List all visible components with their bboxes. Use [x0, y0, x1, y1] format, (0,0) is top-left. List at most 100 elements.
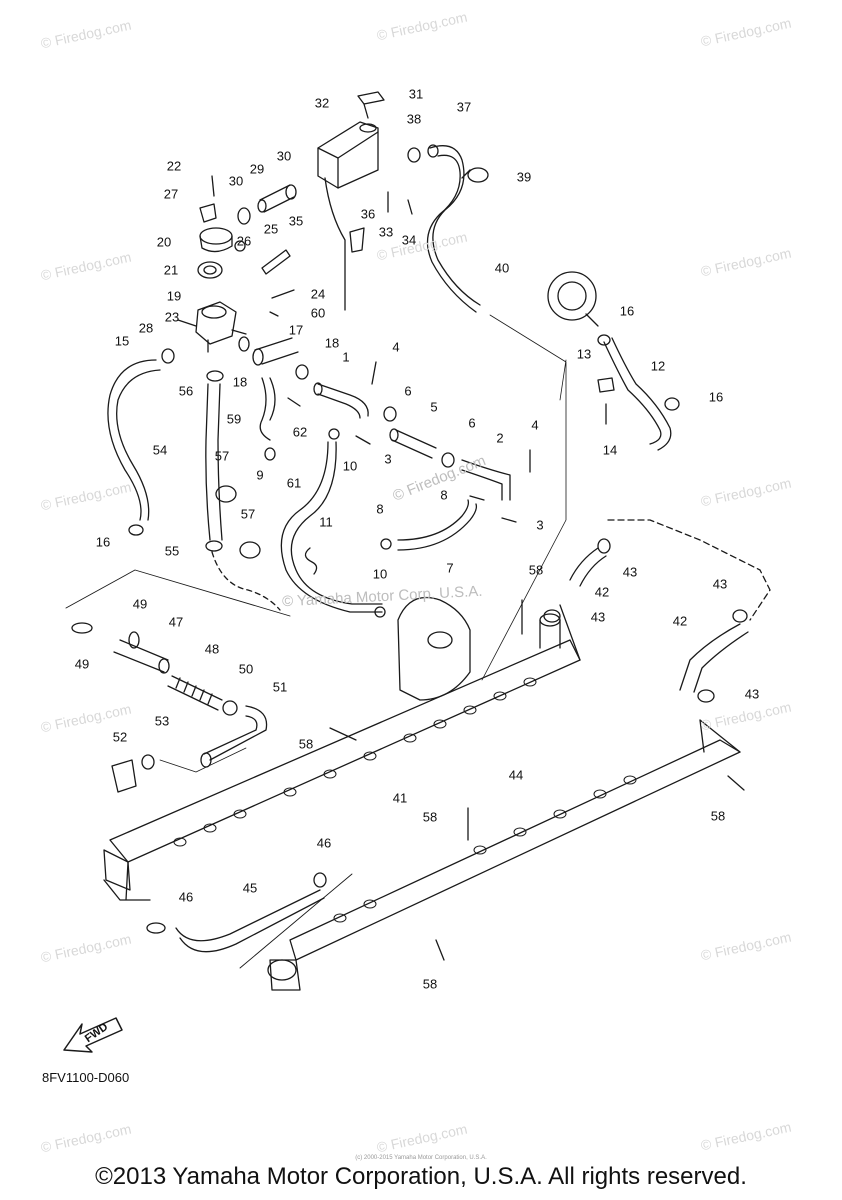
clamp-49b	[128, 631, 140, 649]
callout-25: 25	[263, 221, 279, 237]
bracket-36	[349, 227, 365, 253]
callout-32: 32	[314, 95, 330, 111]
heat-exchanger-44-holes	[333, 775, 637, 923]
heat-exchanger-44	[267, 719, 741, 991]
thermostat-21	[197, 261, 223, 279]
callout-15: 15	[114, 333, 130, 349]
bolt-24	[271, 289, 295, 299]
callout-5: 5	[430, 399, 438, 415]
clamp-56	[206, 370, 224, 382]
callout-3a: 3	[384, 451, 392, 467]
box-45	[239, 873, 353, 969]
clamp-53	[141, 754, 155, 770]
callout-54: 54	[152, 442, 168, 458]
clamp-26	[234, 240, 246, 252]
drive-cover	[397, 596, 471, 701]
thermostat-cover-20	[199, 227, 233, 253]
callout-49a: 49	[74, 656, 90, 672]
callout-42b: 42	[672, 613, 688, 629]
callout-29: 29	[249, 161, 265, 177]
callout-17: 17	[288, 322, 304, 338]
hose-9	[280, 441, 383, 613]
clamp-60	[269, 311, 279, 317]
clamp-16a	[128, 524, 144, 536]
callout-42a: 42	[594, 584, 610, 600]
callout-43d: 43	[744, 686, 760, 702]
callout-36: 36	[360, 206, 376, 222]
callout-16c: 16	[95, 534, 111, 550]
water-pump	[547, 271, 599, 327]
clamp-49a	[71, 622, 93, 634]
callout-48: 48	[204, 641, 220, 657]
callout-46a: 46	[178, 889, 194, 905]
hose-1	[313, 382, 369, 419]
callout-57b: 57	[240, 506, 256, 522]
callout-40: 40	[494, 260, 510, 276]
callout-62: 62	[292, 424, 308, 440]
callout-44: 44	[508, 767, 524, 783]
callout-3b: 3	[536, 517, 544, 533]
callout-19: 19	[166, 288, 182, 304]
fwd-arrow-icon	[63, 1017, 123, 1053]
callout-43b: 43	[590, 609, 606, 625]
clamp-8a	[469, 495, 485, 501]
callout-38: 38	[406, 111, 422, 127]
callout-51: 51	[272, 679, 288, 695]
callout-9: 9	[256, 467, 264, 483]
callout-30a: 30	[228, 173, 244, 189]
clamp-50	[222, 700, 238, 716]
callout-7: 7	[446, 560, 454, 576]
bolt-4a	[371, 361, 377, 385]
clamp-43d	[697, 689, 715, 703]
leader-lines	[481, 314, 567, 681]
clamp-28	[161, 348, 175, 364]
callout-11: 11	[319, 514, 333, 530]
callout-43c: 43	[712, 576, 728, 592]
callout-52: 52	[112, 729, 128, 745]
breather-pipe-35	[324, 177, 346, 311]
clamp-6a	[383, 406, 397, 422]
callout-6b: 6	[468, 415, 476, 431]
callout-12: 12	[650, 358, 666, 374]
callout-55: 55	[164, 543, 180, 559]
callout-47: 47	[168, 614, 184, 630]
copyright-notice: ©2013 Yamaha Motor Corporation, U.S.A. A…	[95, 1163, 747, 1190]
heat-exchanger-41	[103, 604, 581, 901]
clamp-16b	[597, 334, 611, 346]
callout-2: 2	[496, 430, 504, 446]
clamp-3a	[355, 435, 371, 445]
callout-16b: 16	[708, 389, 724, 405]
rear-pipe	[607, 519, 771, 621]
callout-41: 41	[392, 790, 408, 806]
callout-14: 14	[602, 442, 618, 458]
callout-39: 39	[516, 169, 532, 185]
callout-45: 45	[242, 880, 258, 896]
callout-16a: 16	[619, 303, 635, 319]
callout-8a: 8	[440, 487, 448, 503]
clip-11	[304, 547, 318, 575]
bolt-58b	[329, 727, 357, 741]
callout-26: 26	[236, 233, 252, 249]
callout-1: 1	[342, 349, 350, 365]
hose-51	[200, 705, 268, 768]
clamp-10a	[328, 428, 340, 440]
clamp-8b	[380, 538, 392, 550]
hose-15	[107, 359, 161, 521]
diagram-code: 8FV1100-D060	[42, 1070, 130, 1085]
callout-24: 24	[310, 286, 326, 302]
hose-47	[113, 639, 170, 674]
hose-42a	[569, 547, 607, 587]
hose-59	[259, 377, 276, 441]
clamp-38	[407, 147, 421, 163]
callout-33: 33	[378, 224, 394, 240]
callout-58e: 58	[422, 976, 438, 992]
callout-4b: 4	[531, 417, 539, 433]
bolt-62	[287, 397, 301, 407]
clamp-46b	[313, 872, 327, 888]
callout-31: 31	[408, 86, 424, 102]
callout-22: 22	[166, 158, 182, 174]
bolt-22	[211, 175, 215, 197]
hose-5	[389, 428, 437, 459]
clamp-57b	[239, 541, 261, 559]
